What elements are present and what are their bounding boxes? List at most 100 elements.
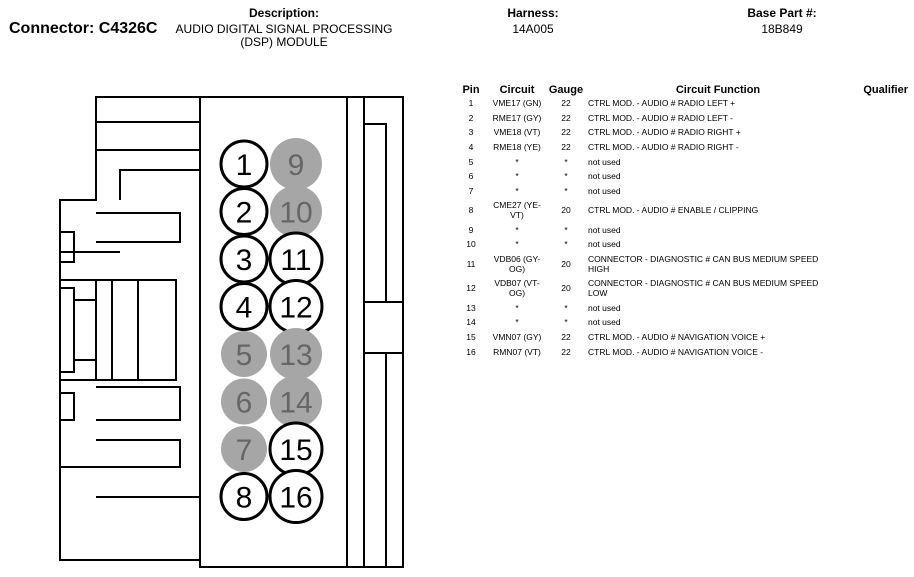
pin-number: 7 — [468, 185, 474, 196]
circuit-cell: VDB06 (GY-OG) — [488, 252, 546, 276]
cavity-number: 5 — [236, 339, 253, 372]
cavity-circle — [268, 469, 324, 524]
cavity-number: 2 — [236, 197, 253, 230]
gauge-cell: 20 — [561, 258, 571, 269]
cavity-number: 6 — [236, 387, 253, 420]
description-line2: (DSP) MODULE — [240, 35, 328, 49]
pin-number: 9 — [468, 224, 474, 235]
function-line1: not used — [588, 302, 621, 313]
circuit-line1: VME17 (GN) — [492, 98, 542, 109]
circuit-line2: VT) — [510, 210, 524, 221]
pin-row: 6**not used — [454, 169, 908, 184]
cavity-5: 5 — [221, 331, 267, 377]
qualifier-cell — [848, 154, 908, 169]
circuit-line1: VDB07 (VT- — [494, 278, 540, 289]
cavity-1: 1 — [219, 139, 269, 189]
cavity-circle — [219, 282, 269, 331]
circuit-line1: * — [515, 224, 519, 235]
pin-number: 6 — [468, 171, 474, 182]
function-line1: CTRL MOD. - AUDIO # NAVIGATION VOICE + — [588, 332, 766, 342]
circuit-function-cell: CTRL MOD. - AUDIO # NAVIGATION VOICE - — [586, 344, 848, 359]
pin-number: 15 — [466, 332, 476, 342]
function-line1: CTRL MOD. - AUDIO # RADIO RIGHT + — [588, 127, 741, 138]
circuit-line1: * — [515, 302, 519, 313]
pin-number: 14 — [466, 317, 476, 328]
cavity-circle — [270, 375, 322, 428]
circuit-cell: RME18 (YE) — [488, 140, 546, 155]
cavity-13: 13 — [270, 328, 322, 380]
qualifier-cell — [848, 111, 908, 126]
gauge-cell: 22 — [561, 98, 571, 109]
pin-number: 2 — [468, 112, 474, 123]
cavity-number: 16 — [279, 482, 312, 515]
harness-block: Harness: 14A005 — [473, 6, 593, 36]
pin-row: 9**not used — [454, 223, 908, 238]
circuit-function-cell: not used — [586, 223, 848, 238]
cavity-circle — [219, 472, 269, 521]
circuit-line1: VMN07 (GY) — [492, 332, 542, 342]
function-line1: not used — [588, 317, 621, 328]
circuit-cell: VME17 (GN) — [488, 96, 546, 111]
pin-number: 8 — [468, 205, 474, 216]
circuit-line1: * — [515, 156, 519, 167]
header-circuit-function: Circuit Function — [675, 84, 761, 96]
description-line1: AUDIO DIGITAL SIGNAL PROCESSING — [175, 22, 393, 36]
pin-table-header: Pin Circuit Gauge Circuit Function Quali… — [454, 82, 908, 96]
circuit-function-cell: not used — [586, 184, 848, 199]
pin-number: 3 — [468, 127, 474, 138]
circuit-cell: RMN07 (VT) — [488, 344, 546, 359]
circuit-line2: OG) — [508, 263, 526, 274]
pin-number: 4 — [468, 142, 474, 153]
cavity-number: 8 — [236, 482, 253, 515]
gauge-cell: 22 — [561, 142, 571, 153]
pin-row: 5**not used — [454, 154, 908, 169]
circuit-line1: * — [515, 317, 519, 328]
pin-number: 5 — [468, 156, 474, 167]
circuit-line2: OG) — [508, 288, 526, 299]
qualifier-cell — [848, 169, 908, 184]
pin-row: 13**not used — [454, 301, 908, 316]
qualifier-cell — [848, 276, 908, 300]
qualifier-cell — [848, 184, 908, 199]
base-part-value: 18B849 — [761, 22, 803, 36]
pin-row: 8 CME27 (YE-VT) 20 CTRL MOD. - AUDIO # ENAB… — [454, 198, 908, 222]
qualifier-cell — [848, 315, 908, 330]
header-pin: Pin — [462, 84, 480, 96]
cavity-circle — [221, 426, 267, 472]
function-line1: not used — [588, 224, 621, 235]
circuit-function-cell: CTRL MOD. - AUDIO # ENABLE / CLIPPING — [586, 198, 848, 222]
circuit-function-cell: CONNECTOR - DIAGNOSTIC # CAN BUS MEDIUM … — [586, 276, 848, 300]
cavity-11: 11 — [268, 231, 324, 287]
circuit-line1: * — [515, 239, 519, 250]
circuit-cell: * — [488, 184, 546, 199]
pin-number: 10 — [466, 239, 476, 250]
circuit-cell: * — [488, 169, 546, 184]
circuit-cell: VMN07 (GY) — [488, 330, 546, 345]
cavity-number: 13 — [279, 339, 312, 372]
cavity-circle — [270, 138, 322, 190]
cavity-number: 3 — [236, 244, 253, 277]
circuit-cell: * — [488, 223, 546, 238]
qualifier-cell — [848, 330, 908, 345]
header-gauge: Gauge — [548, 84, 584, 96]
circuit-cell: * — [488, 237, 546, 252]
circuit-function-cell: CTRL MOD. - AUDIO # RADIO RIGHT - — [586, 140, 848, 155]
qualifier-cell — [848, 223, 908, 238]
cavity-2: 2 — [219, 187, 269, 236]
pin-number: 16 — [466, 346, 476, 357]
cavity-number: 11 — [280, 244, 311, 277]
circuit-function-cell: CONNECTOR - DIAGNOSTIC # CAN BUS MEDIUM … — [586, 252, 848, 276]
circuit-function-cell: CTRL MOD. - AUDIO # RADIO LEFT + — [586, 96, 848, 111]
circuit-function-cell: not used — [586, 169, 848, 184]
gauge-cell: 20 — [561, 205, 571, 216]
cavity-number: 1 — [236, 149, 253, 182]
function-line1: CTRL MOD. - AUDIO # NAVIGATION VOICE - — [588, 346, 764, 357]
pin-table: Pin Circuit Gauge Circuit Function Quali… — [454, 82, 908, 359]
circuit-cell: CME27 (YE-VT) — [488, 198, 546, 222]
